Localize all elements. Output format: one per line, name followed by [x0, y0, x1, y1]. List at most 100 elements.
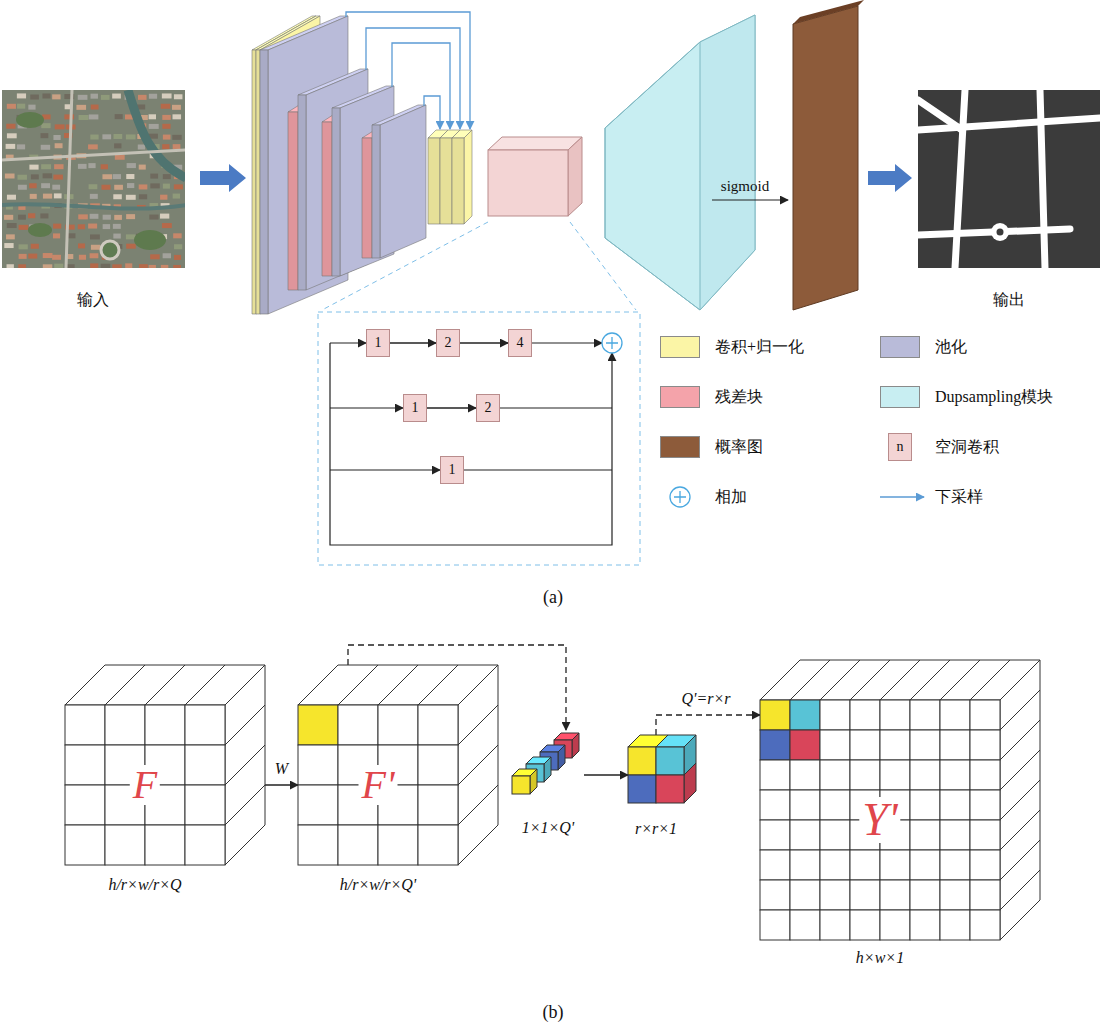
building [172, 114, 181, 119]
cube-front-cell [298, 745, 338, 785]
cube-front-cell [298, 785, 338, 825]
cube-front-cell [105, 705, 145, 745]
dilated-conv-box: 2 [476, 394, 500, 422]
building [163, 174, 171, 179]
block-front [488, 150, 568, 216]
building [174, 244, 182, 249]
cube-front-cell [378, 825, 418, 865]
add-cross [606, 337, 618, 349]
cube-front-cell [940, 850, 970, 880]
cube-front-cell [760, 880, 790, 910]
dilated-conv-box: 1 [403, 394, 427, 422]
green-patch [16, 112, 44, 128]
building [174, 184, 183, 189]
layer-slab [260, 16, 348, 314]
dimension-label: h/r×w/r×Q [108, 875, 181, 894]
slab-front [428, 138, 440, 224]
probability-map [793, 6, 858, 310]
building [43, 264, 52, 268]
building [173, 233, 181, 238]
cube-front-cell [970, 850, 1000, 880]
building [90, 194, 98, 199]
cube-front-cell [145, 705, 185, 745]
building [53, 233, 60, 238]
dupsampling-module [605, 15, 755, 310]
slab-side [464, 130, 472, 224]
cube-front-cell [790, 910, 820, 940]
add-symbol [670, 487, 690, 507]
cube-front-cell [940, 700, 970, 730]
roundabout [101, 241, 119, 259]
building [103, 224, 110, 229]
building [79, 255, 86, 260]
building [78, 95, 88, 100]
building [31, 174, 39, 179]
cube-front-cell [910, 730, 940, 760]
building [28, 105, 35, 110]
cube-side-cell [544, 757, 551, 782]
building [160, 214, 169, 219]
building [113, 224, 121, 229]
slab-front [260, 50, 268, 314]
building [52, 185, 60, 190]
building [41, 183, 50, 188]
edge-label: Q'=r×r [679, 689, 732, 708]
building [102, 174, 112, 179]
road-circle-hole [997, 229, 1004, 236]
tensor-name: Y' [859, 797, 900, 843]
legend-swatch [660, 336, 700, 358]
feature-cube: Fh/r×w/r×Q [65, 665, 265, 865]
frustum [605, 15, 755, 310]
cube-shape [512, 769, 537, 794]
building [126, 174, 134, 179]
cube-front-cell [512, 776, 530, 794]
legend-sample-text: n [897, 439, 904, 456]
building [172, 135, 181, 140]
building [30, 95, 39, 100]
building [112, 94, 121, 99]
building [126, 244, 136, 249]
slab-front [252, 50, 256, 314]
building [89, 184, 98, 189]
cube-front-cell [970, 700, 1000, 730]
building [138, 145, 145, 150]
connector [265, 784, 298, 785]
connector [584, 774, 628, 775]
building [150, 183, 159, 188]
building [55, 124, 65, 129]
dilated-conv-box: 4 [508, 329, 532, 357]
building [53, 135, 60, 140]
building [88, 224, 97, 229]
wire [330, 469, 440, 470]
building [79, 115, 89, 120]
cube-front-cell [880, 910, 910, 940]
dilated-block [488, 137, 582, 216]
dilation-rate: 2 [485, 401, 492, 415]
building [76, 105, 86, 110]
building [6, 124, 15, 129]
building [172, 105, 181, 110]
block-top [488, 137, 582, 150]
building [126, 214, 135, 219]
cube-front-cell [378, 705, 418, 745]
building [90, 135, 98, 140]
building [17, 104, 25, 109]
legend-text: 残差块 [715, 387, 763, 406]
building [7, 264, 14, 268]
tensor-name: F' [359, 765, 398, 805]
cube-front-cell [628, 747, 656, 775]
building [90, 234, 100, 239]
cube-front-cell [910, 790, 940, 820]
building [101, 264, 111, 268]
cube-front-cell [820, 910, 850, 940]
legend-text: 池化 [935, 337, 967, 356]
cube-front-cell [880, 850, 910, 880]
building [149, 265, 156, 268]
dilated-conv-box: 1 [440, 456, 464, 484]
building [173, 265, 181, 268]
building [115, 155, 125, 160]
building [139, 194, 147, 199]
building [28, 254, 37, 259]
cube-side-cell [558, 745, 565, 770]
building [102, 134, 111, 139]
